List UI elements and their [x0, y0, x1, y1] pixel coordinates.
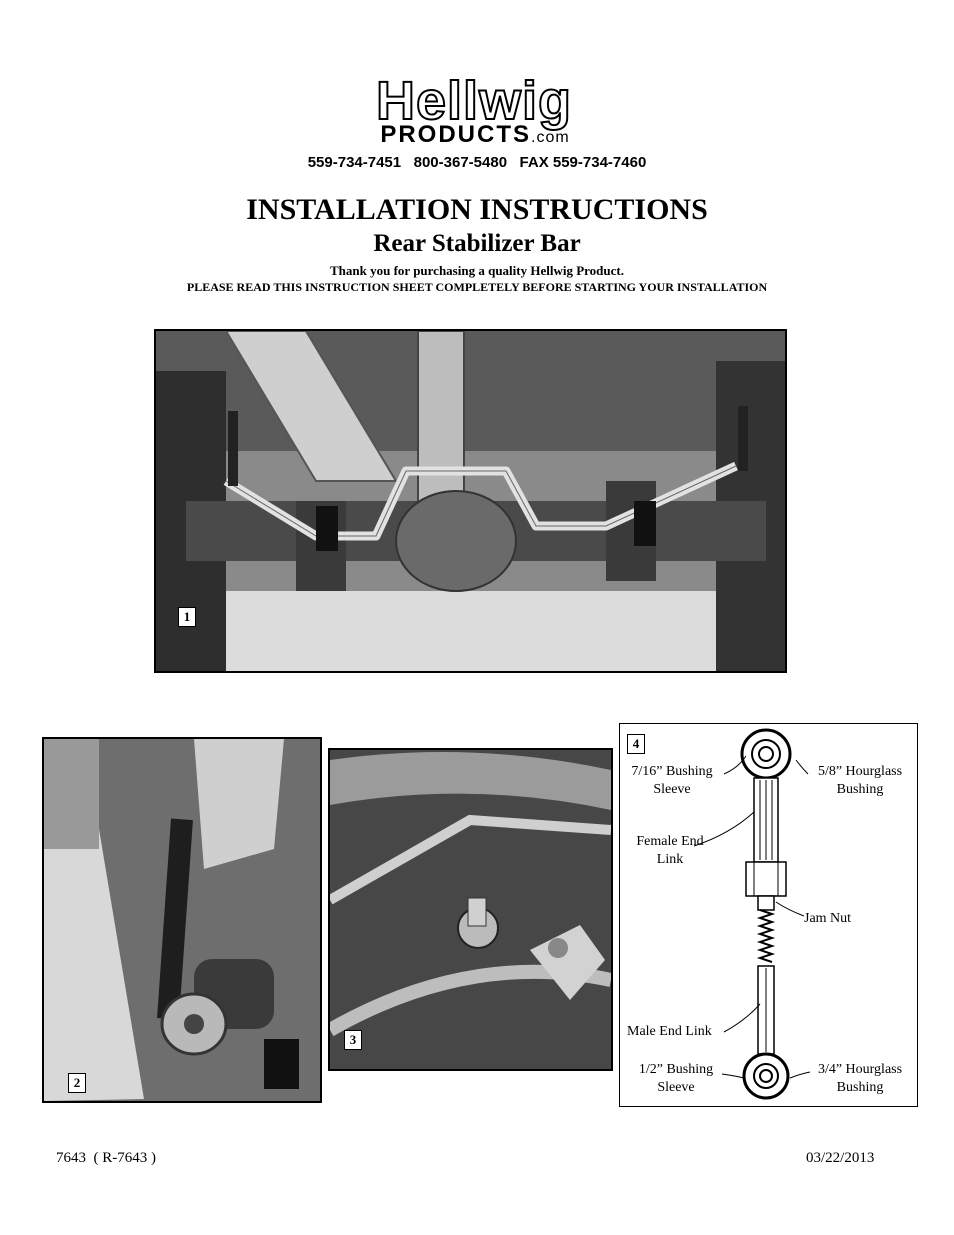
label-hourglass-bushing-top: 5/8” Hourglass Bushing — [806, 763, 914, 799]
thank-you-note: Thank you for purchasing a quality Hellw… — [329, 263, 624, 278]
page-title: INSTALLATION INSTRUCTIONS — [246, 193, 708, 226]
figure-3-number: 3 — [344, 1030, 362, 1050]
logo-wordmark: Hellwig — [375, 71, 573, 131]
label-male-end-link: Male End Link — [627, 1024, 712, 1039]
figure-2-photo: 2 — [42, 737, 322, 1103]
figure-1-illustration — [156, 331, 785, 671]
logo-products: PRODUCTS.com — [310, 122, 640, 148]
label-bushing-sleeve-top-line2: Sleeve — [653, 782, 691, 797]
figure-2-illustration — [44, 739, 320, 1101]
figure-3-photo: 3 — [328, 748, 613, 1071]
label-hourglass-bushing-bottom: 3/4” Hourglass Bushing — [806, 1061, 914, 1097]
label-hourglass-bushing-bottom-line2: Bushing — [836, 1080, 884, 1095]
phone-numbers: 559-734-7451 800-367-5480 FAX 559-734-74… — [307, 154, 647, 171]
figure-4-number: 4 — [627, 734, 645, 754]
part-number: 7643 ( R-7643 ) — [56, 1150, 156, 1166]
figure-1-number: 1 — [178, 607, 196, 627]
label-bushing-sleeve-bottom-line1: 1/2” Bushing — [638, 1062, 714, 1077]
figure-2-number: 2 — [68, 1073, 86, 1093]
label-bushing-sleeve-top-line1: 7/16” Bushing — [631, 764, 713, 779]
label-hourglass-bushing-bottom-line1: 3/4” Hourglass — [817, 1062, 903, 1077]
label-female-end-link-line1: Female End — [636, 834, 704, 849]
revision-date: 03/22/2013 — [806, 1150, 875, 1166]
figure-3-illustration — [330, 750, 611, 1069]
logo-products-text: PRODUCTS — [380, 121, 531, 148]
label-bushing-sleeve-bottom: 1/2” Bushing Sleeve — [626, 1061, 726, 1097]
figure-4-end-link-diagram: 4 7/16” Bushing Sleeve 5/8” Hourglass Bu… — [619, 723, 918, 1107]
label-bushing-sleeve-bottom-line2: Sleeve — [657, 1080, 695, 1095]
label-female-end-link-line2: Link — [656, 852, 684, 867]
label-jam-nut: Jam Nut — [804, 911, 852, 926]
label-hourglass-bushing-top-line2: Bushing — [836, 782, 884, 797]
end-link-drawing — [693, 728, 811, 1100]
page-subtitle: Rear Stabilizer Bar — [373, 230, 581, 257]
label-bushing-sleeve-top: 7/16” Bushing Sleeve — [622, 763, 722, 799]
read-instructions-notice: PLEASE READ THIS INSTRUCTION SHEET COMPL… — [186, 280, 768, 294]
logo-dotcom: .com — [531, 129, 570, 146]
label-hourglass-bushing-top-line1: 5/8” Hourglass — [817, 764, 903, 779]
figure-1-photo: 1 — [154, 329, 787, 673]
label-female-end-link: Female End Link — [624, 833, 716, 869]
